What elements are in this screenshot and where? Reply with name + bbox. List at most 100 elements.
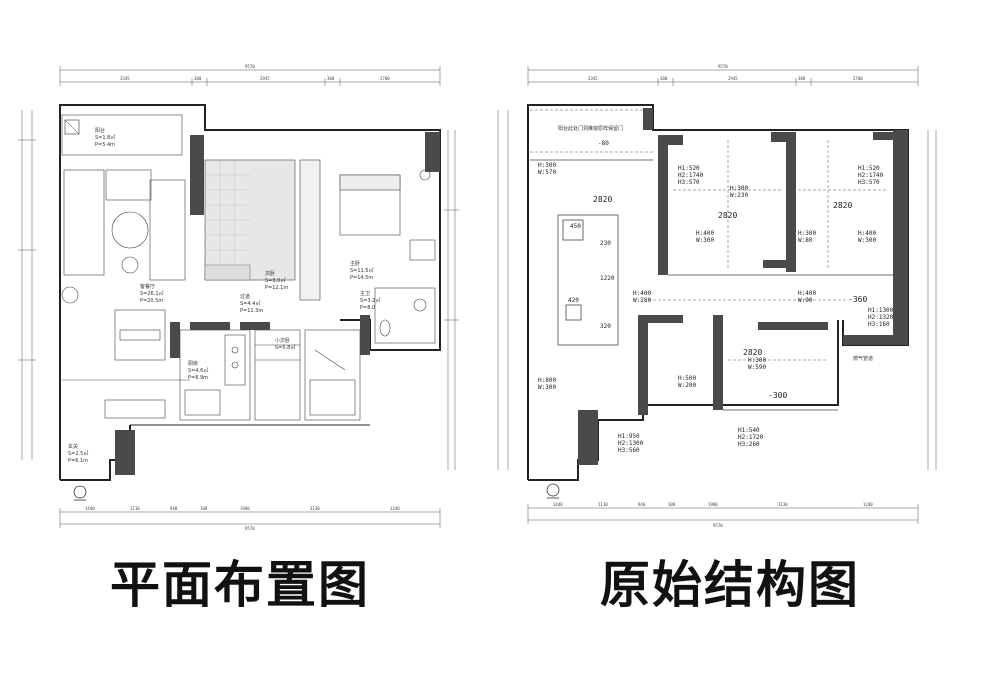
- height-n-3: H3:560: [618, 447, 640, 454]
- column-dim-1: 450: [570, 223, 581, 230]
- caption-structure-plan: 原始结构图: [600, 556, 860, 614]
- bottom-seg-2: 1110: [130, 506, 140, 511]
- top-seg-1: 3345: [588, 76, 598, 81]
- room-master-bath-area: S=3.2㎡: [360, 297, 380, 304]
- height-a-2: W:570: [538, 169, 556, 176]
- level-2820-b: 2820: [718, 211, 737, 220]
- master-bath: [374, 287, 436, 344]
- entrance-symbol: [73, 485, 87, 501]
- bottom-dimension-chain: [527, 504, 919, 524]
- room-study-name: 小次卧: [275, 337, 290, 344]
- height-i-1: H:400: [798, 290, 816, 297]
- top-total-dim: 9570: [718, 64, 728, 69]
- room-master-bed-area: S=11.5㎡: [350, 267, 374, 274]
- height-d-2: W:300: [696, 237, 714, 244]
- note-balcony-door: 阳台此处门洞推窗原样保留门: [558, 125, 623, 132]
- room-living-name: 客餐厅: [140, 283, 155, 290]
- beam-lines: [530, 109, 888, 361]
- height-n-1: H1:950: [618, 433, 640, 440]
- height-j-2: H2:1320: [868, 314, 894, 321]
- room-corridor-area: S=4.4㎡: [240, 300, 260, 307]
- structural-columns: [115, 132, 440, 475]
- room-balcony-perim: P=5.4m: [95, 142, 115, 148]
- height-b-3: H3:570: [678, 179, 700, 186]
- right-dimension-chain: [927, 130, 937, 470]
- note-gas-pipe: 燃气管道: [853, 355, 873, 362]
- top-total-dim: 9570: [245, 64, 255, 69]
- height-o-1: H1:540: [738, 427, 760, 434]
- room-entry-area: S=2.5㎡: [68, 450, 88, 457]
- height-b-2: H2:1740: [678, 172, 704, 179]
- kitchen: [179, 329, 251, 421]
- height-j-3: H3:160: [868, 321, 890, 328]
- room-living-area: S=26.1㎡: [140, 290, 164, 297]
- bottom-seg-3: 940: [638, 502, 646, 507]
- height-b-1: H1:520: [678, 165, 700, 172]
- room-balcony-area: S=1.8㎡: [95, 134, 115, 141]
- floor-plan-layout: 9570 3345 300 2945 300 2700 阳台 S=1.8㎡ P=…: [18, 60, 460, 531]
- bottom-seg-1: 1440: [553, 502, 563, 507]
- room-second-bed-area: S=9.0㎡: [265, 277, 285, 284]
- height-g-1: H:400: [858, 230, 876, 237]
- bottom-seg-7: 1240: [390, 506, 400, 511]
- top-seg-3: 2945: [728, 76, 738, 81]
- column-dim-2: 230: [600, 240, 611, 247]
- entrance-symbol: [546, 483, 560, 499]
- master-bedroom: [339, 169, 436, 261]
- small-bedroom: [254, 329, 301, 421]
- column-dim-5: 320: [600, 323, 611, 330]
- room-second-bed-name: 次卧: [265, 270, 275, 277]
- height-h-2: W:280: [633, 297, 651, 304]
- level-2820-c: 2820: [833, 201, 852, 210]
- bottom-seg-7: 1240: [863, 502, 873, 507]
- top-seg-4: 300: [327, 76, 335, 81]
- bottom-seg-4: 100: [668, 502, 676, 507]
- height-k-1: H:500: [678, 375, 696, 382]
- room-entry-name: 玄关: [68, 443, 78, 450]
- second-bath: [304, 329, 361, 421]
- floor-plan-structure-drawing: 9570 3345 300 2945 300 2700: [497, 64, 937, 528]
- height-o-3: H3:260: [738, 441, 760, 448]
- height-l-2: W:590: [748, 364, 766, 371]
- room-balcony-name: 阳台: [95, 127, 105, 134]
- level-2820-d: 2820: [743, 348, 762, 357]
- height-c-1: H:300: [730, 185, 748, 192]
- room-master-bath-name: 主卫: [360, 290, 370, 297]
- room-kitchen-area: S=4.6㎡: [188, 367, 208, 374]
- room-corridor-perim: P=11.3m: [240, 308, 263, 314]
- left-dimension-chain: [18, 110, 36, 460]
- bottom-seg-5: 1900: [240, 506, 250, 511]
- height-h-1: H:400: [633, 290, 651, 297]
- top-seg-5: 2700: [380, 76, 390, 81]
- height-a-1: H:300: [538, 162, 556, 169]
- height-f-3: H3:570: [858, 179, 880, 186]
- room-second-bed-perim: P=12.1m: [265, 285, 288, 291]
- room-master-bath-perim: P=8.0: [360, 305, 375, 311]
- room-master-bed-name: 主卧: [350, 260, 360, 267]
- level-minus-360: -360: [848, 295, 867, 304]
- top-seg-2: 300: [660, 76, 668, 81]
- height-m-1: H:800: [538, 377, 556, 384]
- height-k-2: W:200: [678, 382, 696, 389]
- height-l-1: H:300: [748, 357, 766, 364]
- top-seg-3: 2945: [260, 76, 270, 81]
- level-minus-80: -80: [598, 140, 609, 147]
- bottom-seg-6: 3130: [310, 506, 320, 511]
- height-g-2: W:300: [858, 237, 876, 244]
- top-seg-2: 300: [194, 76, 202, 81]
- bottom-total-dim: 9570: [713, 523, 723, 528]
- height-f-1: H1:520: [858, 165, 880, 172]
- top-dimension-chain: [527, 66, 919, 86]
- room-living-perim: P=20.5m: [140, 298, 163, 304]
- height-o-2: H2:1720: [738, 434, 764, 441]
- top-seg-1: 3345: [120, 76, 130, 81]
- interior-partitions: [530, 159, 908, 411]
- height-i-2: W:90: [798, 297, 813, 304]
- caption-layout-plan: 平面布置图: [110, 556, 370, 614]
- height-j-1: H1:1300: [868, 307, 894, 314]
- height-e-1: H:300: [798, 230, 816, 237]
- bottom-seg-6: 3130: [778, 502, 788, 507]
- bottom-seg-2: 1110: [598, 502, 608, 507]
- height-m-2: W:300: [538, 384, 556, 391]
- left-dimension-chain: [497, 110, 509, 470]
